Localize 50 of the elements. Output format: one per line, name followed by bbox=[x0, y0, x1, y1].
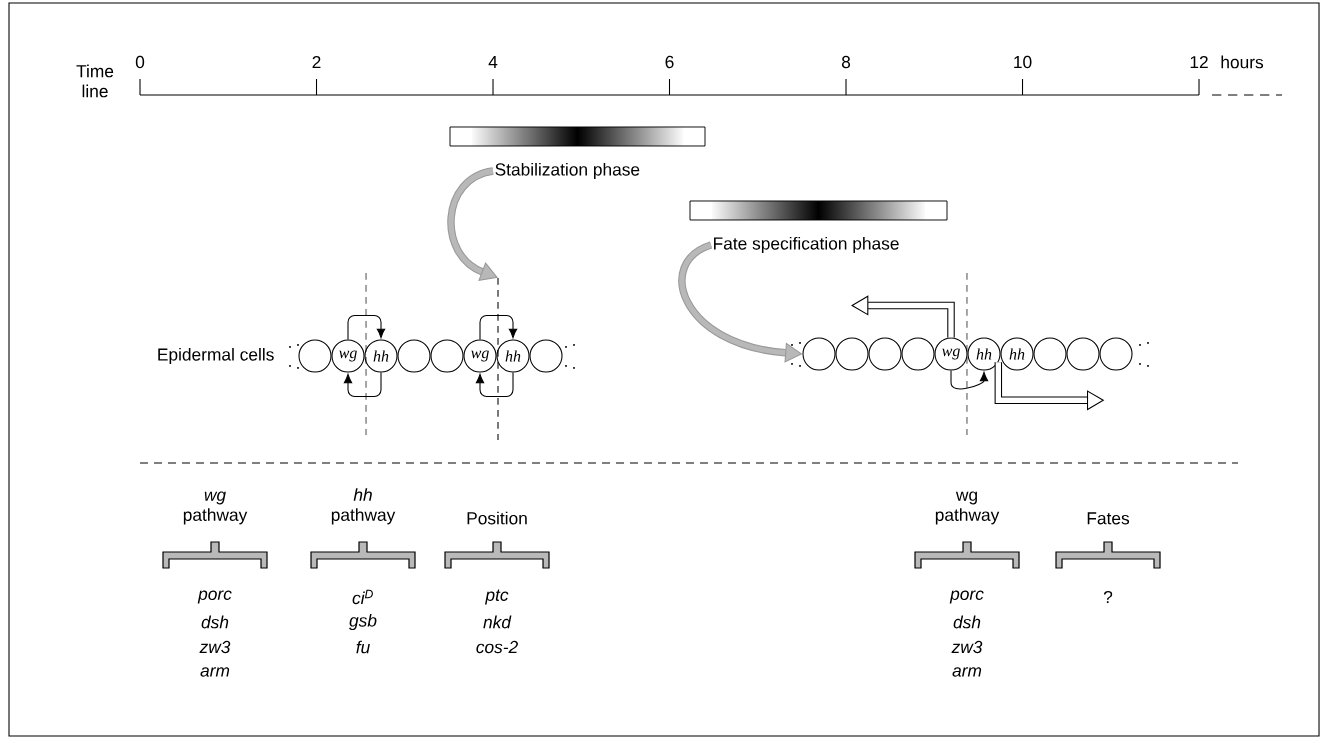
gene-name: arm bbox=[200, 667, 230, 677]
arrow bbox=[950, 370, 989, 390]
column-heading: Position bbox=[467, 511, 527, 525]
gene-name: cos-2 bbox=[476, 640, 518, 654]
gene-name: porc bbox=[949, 590, 984, 604]
gene-name: dsh bbox=[201, 615, 229, 629]
cell-circle bbox=[802, 337, 836, 371]
cell-circle bbox=[901, 337, 935, 371]
cell-circle bbox=[298, 339, 332, 373]
column-heading: hh pathway bbox=[331, 488, 396, 525]
arrow bbox=[343, 372, 382, 398]
column-heading: wg pathway bbox=[935, 491, 1000, 525]
gene-name: dsh bbox=[953, 615, 981, 629]
phase-label: Fate specification phase bbox=[714, 236, 899, 254]
gene-name: arm bbox=[952, 667, 982, 677]
cell-circle bbox=[1099, 337, 1133, 371]
tick-label: 2 bbox=[312, 55, 321, 69]
cell-circle bbox=[868, 337, 902, 371]
cell-circle bbox=[1033, 337, 1067, 371]
tick-label: 6 bbox=[665, 55, 674, 69]
cell-circle bbox=[397, 339, 431, 373]
gene-name: zw3 bbox=[951, 640, 983, 654]
column-heading: wg pathway bbox=[183, 491, 248, 525]
tick-label: 12 bbox=[1190, 55, 1208, 69]
boundary-line bbox=[497, 278, 499, 440]
tick-label: 0 bbox=[135, 55, 145, 69]
gene-name: fu bbox=[356, 640, 370, 654]
cell-circle bbox=[430, 339, 464, 373]
gene-name: gsb bbox=[349, 613, 377, 631]
arrow bbox=[475, 372, 514, 398]
gene-name: zw3 bbox=[199, 640, 231, 654]
cell-circle bbox=[529, 339, 563, 373]
gene-name: ci$^{D}$ bbox=[352, 589, 373, 605]
arrow bbox=[851, 295, 955, 338]
arrow bbox=[347, 314, 386, 340]
cell-circle bbox=[1066, 337, 1100, 371]
phase-label: Stabilization phase bbox=[495, 162, 640, 180]
axis-unit: hours bbox=[1221, 55, 1264, 69]
axis-title: Time line bbox=[76, 64, 114, 98]
gene-name: porc bbox=[197, 590, 232, 604]
arrow bbox=[479, 314, 518, 340]
gene-name: nkd bbox=[483, 615, 512, 629]
tick-label: 8 bbox=[841, 55, 851, 69]
tick-label: 10 bbox=[1014, 55, 1032, 69]
row-label: Epidermal cells bbox=[158, 347, 274, 365]
cell-circle bbox=[835, 337, 869, 371]
tick-label: 4 bbox=[488, 56, 498, 68]
column-heading: Fates bbox=[1087, 512, 1130, 525]
gene-name: ? bbox=[1103, 590, 1113, 604]
gene-name: ptc bbox=[485, 589, 509, 605]
